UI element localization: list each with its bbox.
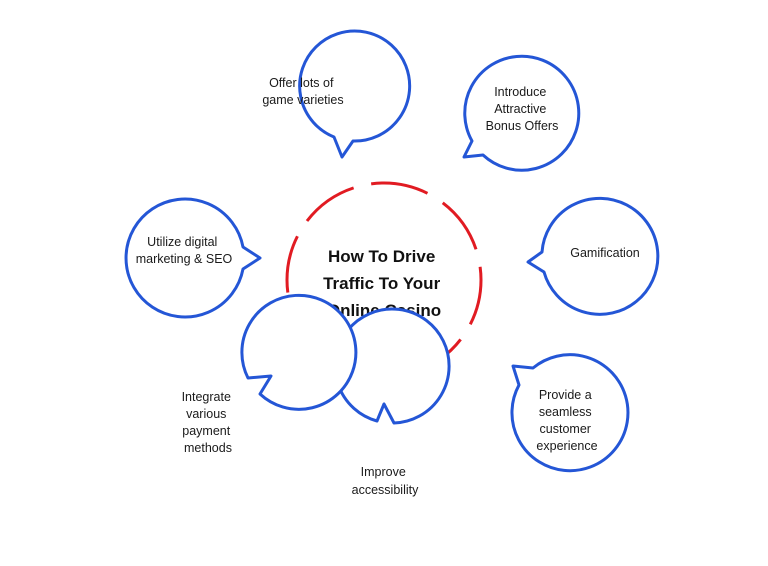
speech-bubble-shape	[510, 353, 630, 473]
bubble-game-varieties-line-2: game varieties	[262, 93, 343, 107]
center-title-line-2: Traffic To Your	[323, 274, 441, 293]
bubble-accessibility-line-1: Improve	[361, 465, 406, 479]
bubble-customer-experience-line-4: experience	[536, 439, 597, 453]
bubble-gamification-line-1: Gamification	[570, 246, 640, 260]
bubble-label: Introduce Attractive Bonus Offers	[486, 85, 559, 133]
bubble-game-varieties-line-1: Offer lots of	[269, 76, 334, 90]
bubble-payment-methods-line-3: payment	[182, 424, 230, 438]
speech-bubble-shape	[462, 54, 581, 172]
bubble-accessibility-line-2: accessibility	[352, 483, 419, 497]
center-title-line-1: How To Drive	[328, 247, 435, 266]
bubble-bonus-offers-line-1: Introduce	[494, 85, 546, 99]
bubble-bonus-offers-line-2: Attractive	[494, 102, 546, 116]
bubble-gamification: Gamification	[526, 196, 660, 316]
speech-bubble-shape	[298, 29, 412, 159]
bubble-customer-experience: Provide a seamless customer experience	[510, 353, 630, 473]
bubble-label: Utilize digital marketing & SEO	[136, 235, 233, 266]
bubble-game-varieties: Offer lots of game varieties	[262, 29, 412, 159]
speech-bubble-shape	[124, 197, 262, 319]
bubble-payment-methods: Integrate various payment methods	[182, 293, 358, 455]
bubble-digital-marketing-line-2: marketing & SEO	[136, 252, 233, 266]
bubble-payment-methods-line-4: methods	[184, 441, 232, 455]
bubble-label: Provide a seamless customer experience	[536, 388, 597, 453]
bubble-label: Integrate various payment methods	[182, 390, 235, 455]
bubble-customer-experience-line-2: seamless	[539, 405, 592, 419]
speech-bubble-shape	[240, 293, 358, 411]
bubble-bonus-offers: Introduce Attractive Bonus Offers	[462, 54, 581, 172]
bubble-label: Improve accessibility	[352, 465, 419, 497]
bubble-label: Gamification	[570, 246, 640, 260]
bubble-digital-marketing-line-1: Utilize digital	[147, 235, 217, 249]
bubble-digital-marketing: Utilize digital marketing & SEO	[124, 197, 262, 319]
bubble-payment-methods-line-2: various	[186, 407, 226, 421]
bubble-label: Offer lots of game varieties	[262, 76, 343, 107]
bubble-customer-experience-line-3: customer	[540, 422, 591, 436]
bubble-customer-experience-line-1: Provide a	[539, 388, 592, 402]
speech-bubble-shape	[526, 196, 660, 316]
bubble-bonus-offers-line-3: Bonus Offers	[486, 119, 559, 133]
bubble-payment-methods-line-1: Integrate	[182, 390, 231, 404]
